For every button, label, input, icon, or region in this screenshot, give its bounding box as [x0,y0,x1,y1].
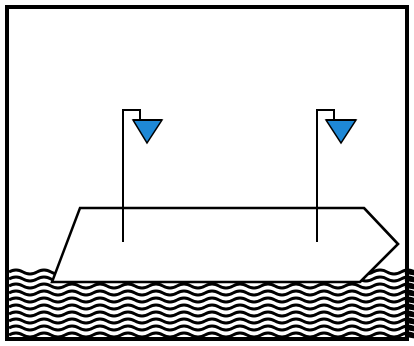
wave-line [9,284,414,288]
wave-line [9,291,414,295]
flag-left [133,120,162,143]
wave-line [9,305,414,309]
wave-line [9,326,414,330]
wave-line [9,319,414,323]
wave-line [9,333,414,337]
wave-line [9,312,414,316]
flag-right [326,120,356,143]
frame [7,7,407,339]
barge-hull [52,208,398,282]
wave-line [9,298,414,302]
